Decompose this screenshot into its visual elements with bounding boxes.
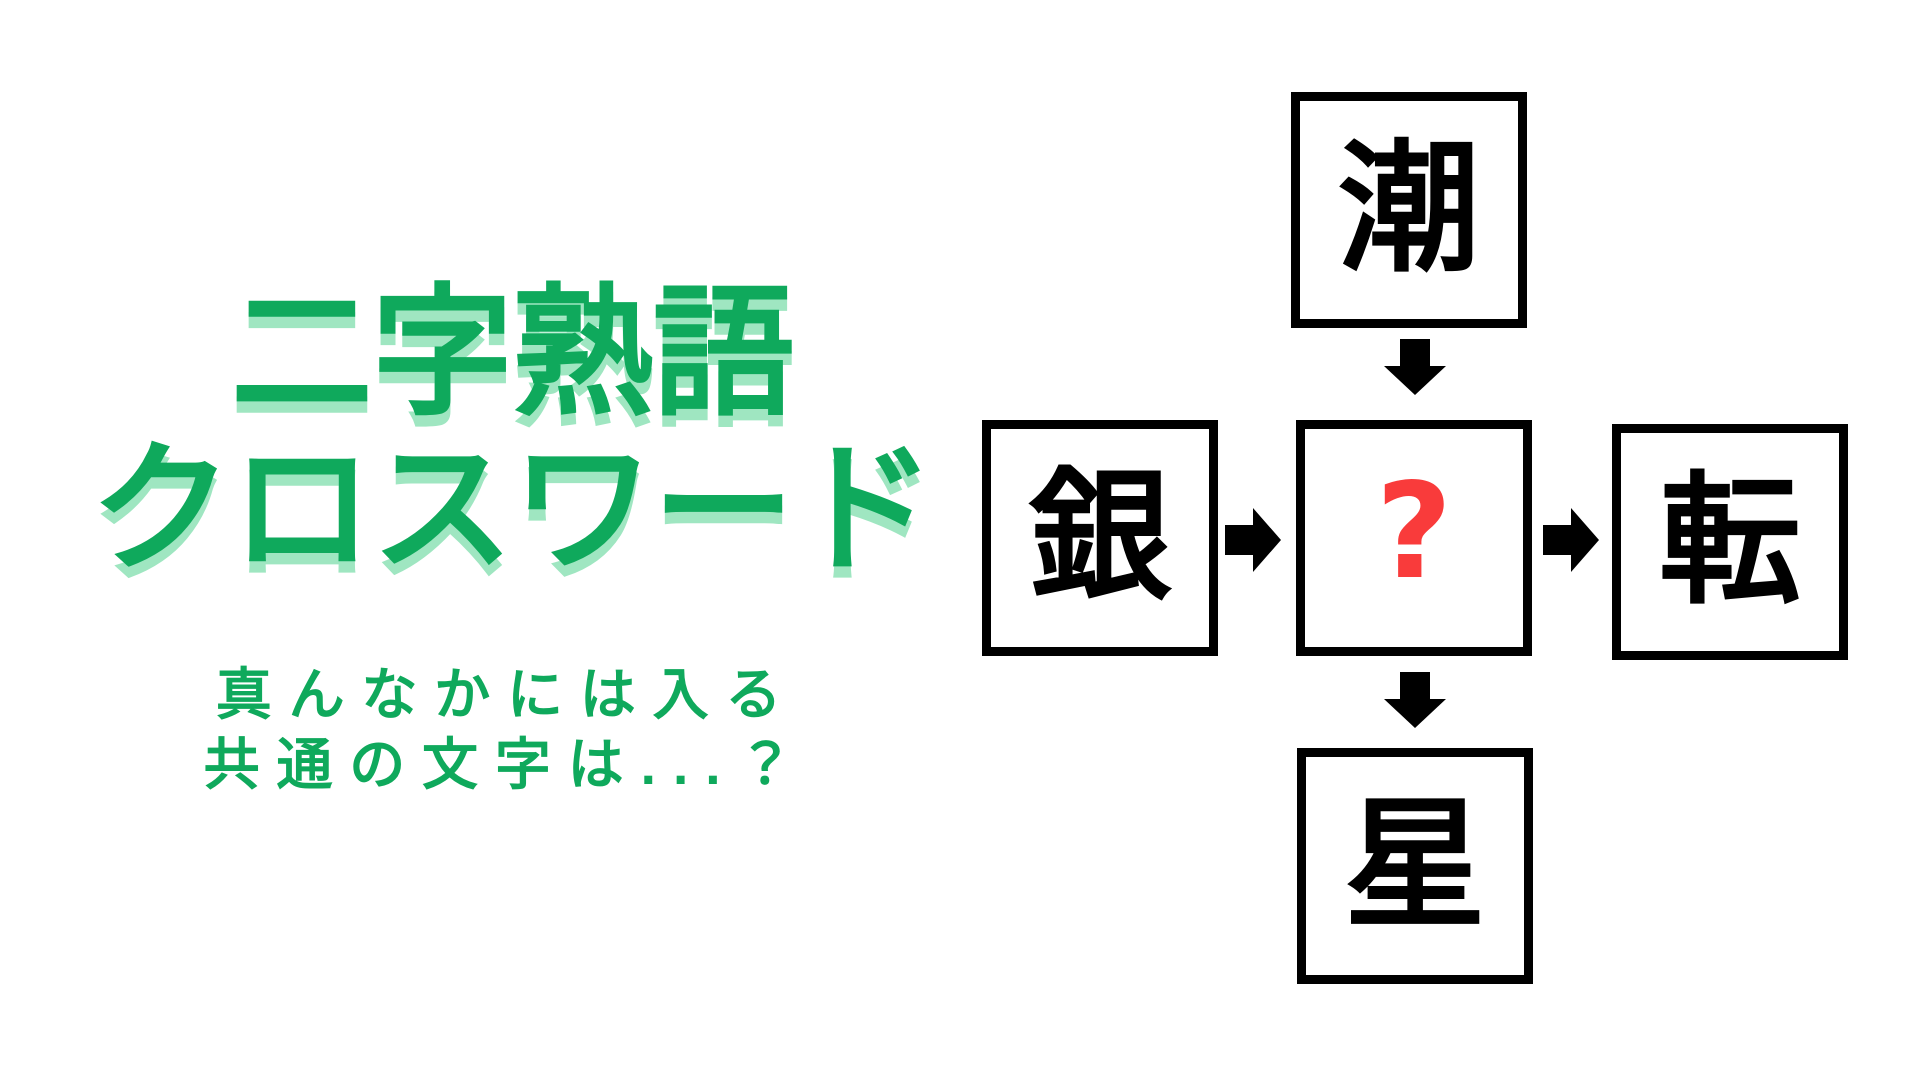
puzzle-cell-right: 転 — [1612, 424, 1848, 660]
arrow-right-icon — [1225, 508, 1281, 572]
puzzle-cell-top: 潮 — [1291, 92, 1527, 328]
subtitle: 真んなかには入る 共通の文字は...？ — [0, 660, 1014, 800]
puzzle-cell-bottom: 星 — [1297, 748, 1533, 984]
page-title: 二字熟語 クロスワード — [0, 274, 1024, 590]
title-line-2: クロスワード — [90, 430, 935, 590]
subtitle-line-2: 共通の文字は...？ — [203, 733, 811, 796]
puzzle-cell-center-unknown: ? — [1296, 420, 1532, 656]
kanji-right: 転 — [1659, 462, 1801, 621]
kanji-bottom: 星 — [1344, 786, 1486, 945]
question-mark: ? — [1375, 455, 1453, 609]
puzzle-cell-left: 銀 — [982, 420, 1218, 656]
kanji-left: 銀 — [1029, 458, 1171, 617]
title-line-1: 二字熟語 — [230, 274, 795, 433]
kanji-top: 潮 — [1338, 130, 1480, 289]
arrow-right-icon — [1543, 508, 1599, 572]
subtitle-line-1: 真んなかには入る — [215, 663, 799, 726]
arrow-down-icon — [1384, 672, 1446, 728]
arrow-down-icon — [1384, 339, 1446, 395]
